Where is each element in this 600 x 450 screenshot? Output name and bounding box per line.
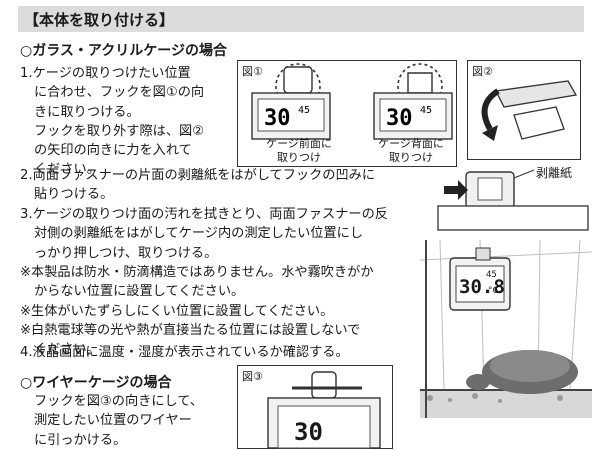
glass-cage-heading: ○ガラス・アクリルケージの場合 [20,43,227,59]
step-1-line: ください。 [34,162,100,178]
figure-1: 図① 30 45 30 45 ケージ前面に取りつけ ケージ背面に取りつけ [237,60,457,167]
figure-1-caption-back: ケージ背面に取りつけ [378,137,444,164]
step-2-line: 2.両面ファスナーの片面の剥離紙をはがしてフックの凹みに [20,168,376,183]
figure-2: 図② [467,60,581,160]
svg-text:45: 45 [420,105,432,116]
release-paper-label: 剥離紙 [536,166,573,180]
wire-cage-heading: ○ワイヤーケージの場合 [20,375,172,391]
note-line: ※白熱電球等の光や熱が直接当たる位置には設置しないで [20,322,361,338]
wire-cage-line: 測定したい位置のワイヤー [34,413,192,429]
figure-1-illustration: 30 45 30 45 [251,63,453,140]
step-3-line: っかり押しつけ、取りつける。 [34,245,218,261]
step-3: 3.ケージの取りつけ面の汚れを拭きとり、両面ファスナーの反 対側の剥離紙をはがし… [20,205,388,263]
figure-1-lcd-front: 30 [264,106,291,131]
section-header-bar: 【本体を取り付ける】 [18,6,584,32]
figure-1-caption-front: ケージ前面に取りつけ [266,137,332,164]
note-line: ※本製品は防水・防滴構造ではありません。水や霧吹きがか [20,265,374,280]
cage-lcd-humidity: 45 [486,270,497,280]
step-1-line: の矢印の向きに力を入れて [34,143,192,159]
note-line: ※生体がいたずらしにくい位置に設置してください。 [20,303,334,319]
wire-cage-text: フックを図③の向きにして、 測定したい位置のワイヤー に引っかける。 [34,392,203,450]
figure-1-label: 図① [242,65,263,78]
note-line: ください。 [34,342,100,358]
figure-3-label: 図③ [242,370,263,383]
cage-lcd-unit: °C [488,286,499,296]
step-1-line: フックを取り外す際は、図② [34,123,205,139]
figure-3: 図③ 30 [237,365,393,449]
step-2: 2.両面ファスナーの片面の剥離紙をはがしてフックの凹みに 貼りつける。 [20,166,375,205]
cage-illustration: 30.8 45 °C [419,239,593,418]
step-1-line: 1.ケージの取りつけたい位置 [20,66,191,81]
step-2-line: 貼りつける。 [34,187,114,203]
note-line: からない位置に設置してください。 [34,284,245,300]
step-1-line: きに取りつける。 [34,104,140,120]
wire-cage-line: フックを図③の向きにして、 [34,394,204,409]
figure-2-label: 図② [472,65,493,78]
figure-2-illustration [481,80,578,141]
wire-cage-line: に引っかける。 [34,432,127,448]
svg-text:30: 30 [386,106,413,131]
cage-lcd-temp: 30.8 [459,276,505,298]
svg-text:45: 45 [298,105,310,116]
step-1-line: に合わせ、フックを図①の向 [34,85,205,101]
notes: ※本製品は防水・防滴構造ではありません。水や霧吹きがか からない位置に設置してく… [20,263,374,359]
step-3-line: 3.ケージの取りつけ面の汚れを拭きとり、両面ファスナーの反 [20,207,388,222]
step-1: 1.ケージの取りつけたい位置 に合わせ、フックを図①の向 きに取りつける。 フッ… [20,64,204,180]
step-4: 4.液晶画面に温度・湿度が表示されているか確認する。 [20,345,349,360]
figure-3-lcd: 30 [294,418,323,446]
figure-peel: 剥離紙 [437,158,589,231]
section-title: 【本体を取り付ける】 [24,11,175,29]
step-3-line: 対側の剥離紙をはがしてケージ内の測定したい位置にし [34,226,364,242]
